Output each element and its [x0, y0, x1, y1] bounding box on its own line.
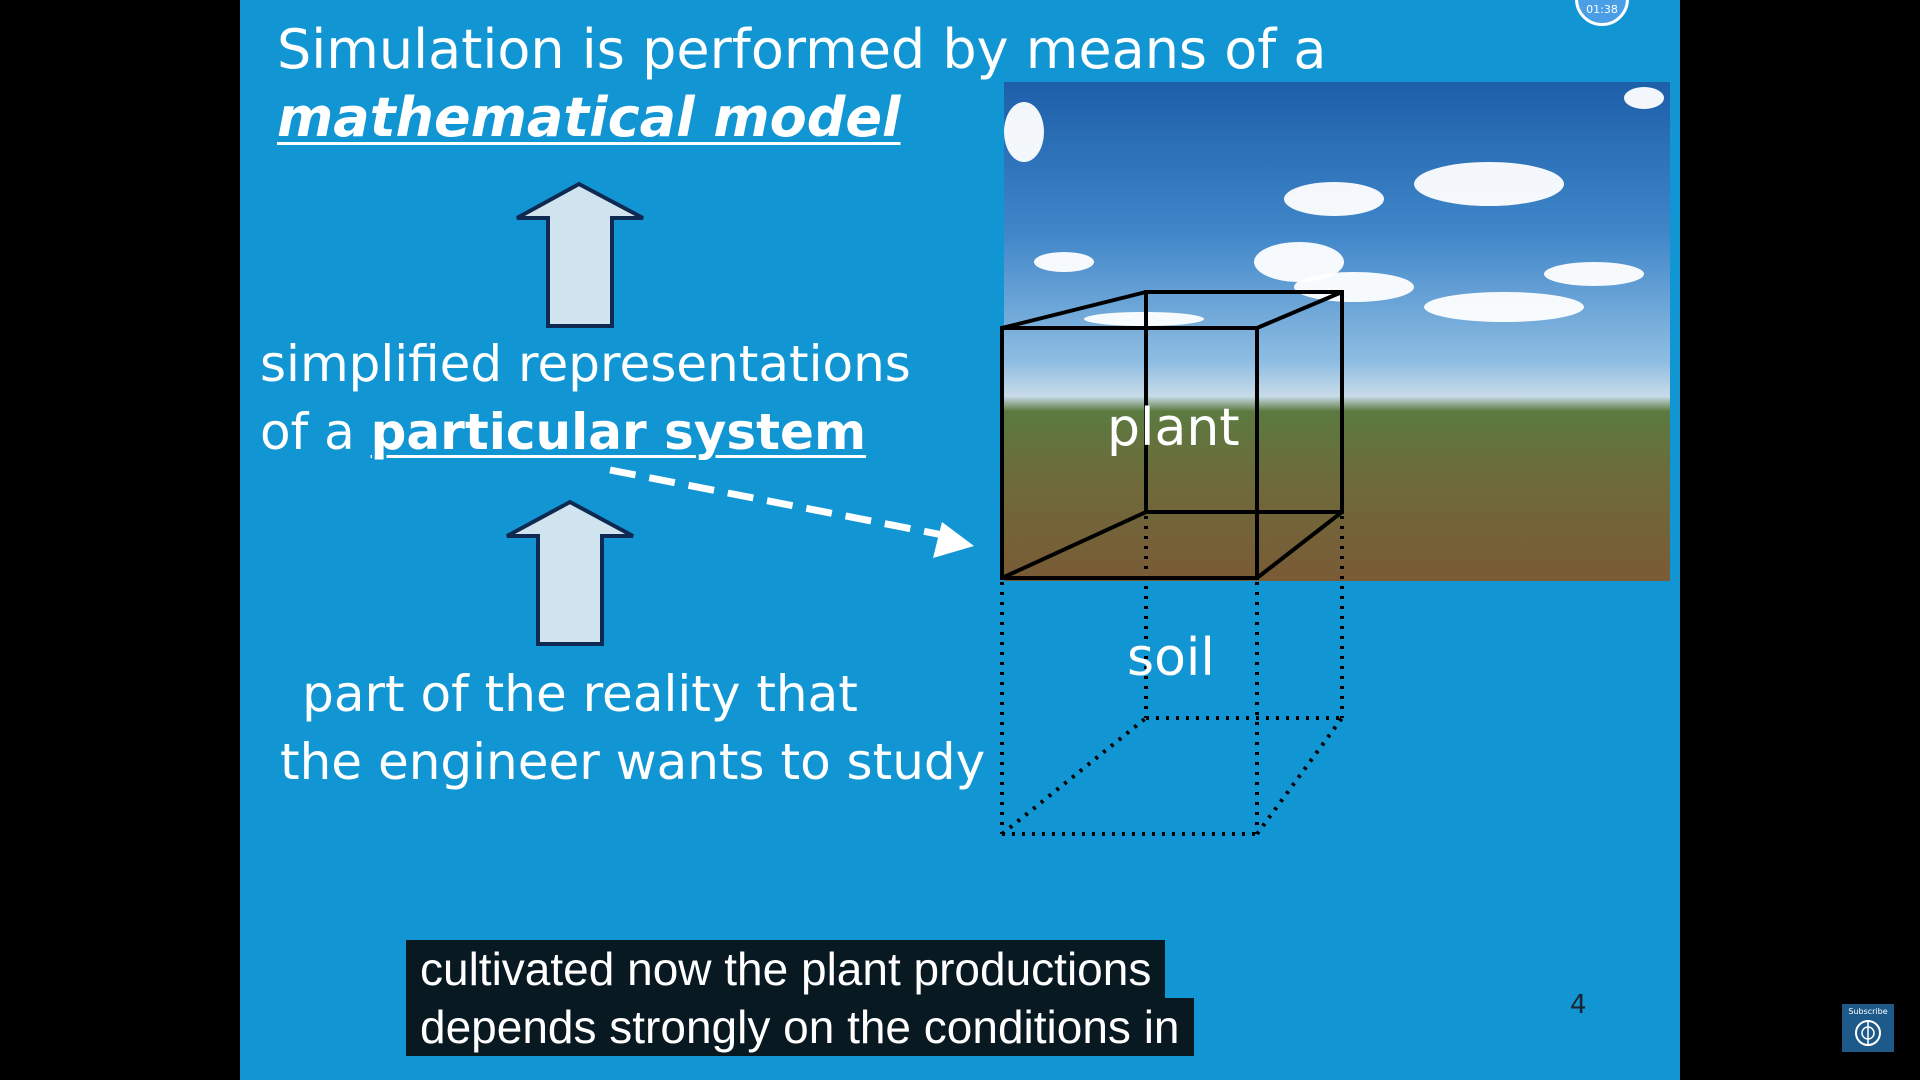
slide-title-line2: mathematical model: [277, 86, 901, 149]
closed-captions: cultivated now the plant productions dep…: [406, 940, 1194, 1056]
representation-prefix: of a: [260, 403, 371, 461]
subscribe-button[interactable]: Subscribe: [1842, 1004, 1894, 1052]
subscribe-label: Subscribe: [1848, 1007, 1888, 1016]
caption-line: depends strongly on the conditions in: [406, 998, 1194, 1056]
dashed-arrow-icon: [609, 466, 974, 558]
diagram-overlay: [506, 181, 1344, 836]
caption-line: cultivated now the plant productions: [406, 940, 1166, 998]
plant-label: plant: [1107, 398, 1240, 458]
presentation-slide: Simulation is performed by means of a ma…: [240, 0, 1680, 1080]
emblem-icon: [1855, 1020, 1881, 1046]
soil-label: soil: [1127, 628, 1215, 688]
representation-line2: of a particular system: [260, 398, 866, 466]
representation-text: simplified representations of a particul…: [260, 330, 911, 466]
reality-line1: part of the reality that: [302, 665, 858, 723]
reality-text: part of the reality that the engineer wa…: [280, 660, 986, 796]
field-photo: [1004, 82, 1670, 581]
reality-line2: the engineer wants to study: [280, 733, 986, 791]
soil-cube: [1000, 516, 1344, 836]
representation-line1: simplified representations: [260, 335, 911, 393]
slide-number: 4: [1570, 990, 1587, 1020]
up-arrow-icon: [516, 181, 644, 328]
particular-system-text: particular system: [370, 403, 867, 461]
up-arrow-icon: [506, 499, 634, 646]
slide-title-line1: Simulation is performed by means of a: [277, 18, 1327, 81]
plant-cube: [1000, 290, 1344, 580]
